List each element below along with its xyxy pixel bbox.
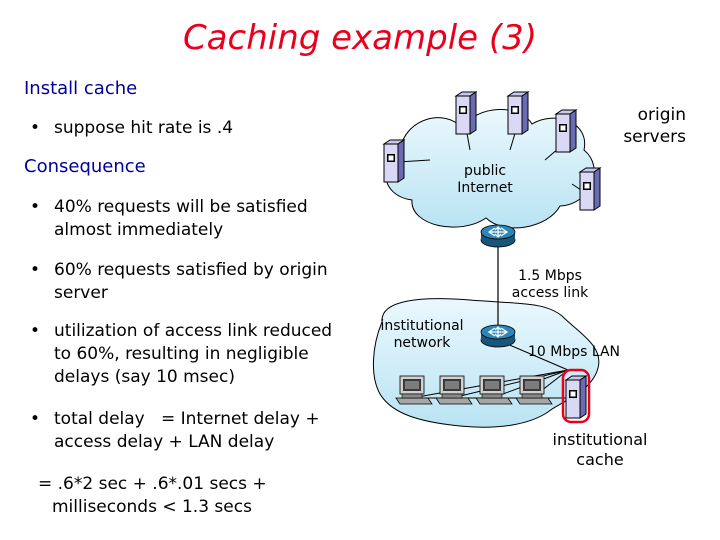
bullet-3-line2: to 60%, resulting in negligible (54, 344, 309, 364)
bullet-4: • total delay = Internet delay + access … (30, 408, 375, 454)
lan-label: 10 Mbps LAN (528, 344, 621, 360)
bullet-3-line3: delays (say 10 msec) (54, 367, 235, 387)
consequence-heading: Consequence (24, 156, 146, 177)
bullet-1-line2: almost immediately (54, 220, 224, 240)
internet-router (480, 224, 516, 248)
bullet-mark: • (30, 321, 41, 341)
cache-highlight-ring (561, 368, 591, 424)
origin-server-1 (383, 139, 405, 183)
origin-server-3 (507, 91, 529, 135)
bullet-mark: • (30, 260, 41, 280)
institutional-cache-line1: institutional (552, 430, 648, 449)
bullet-4-line2: access delay + LAN delay (54, 432, 275, 452)
hit-rate-text: suppose hit rate is .4 (54, 118, 234, 138)
bullet-mark: • (30, 197, 41, 217)
access-link-line1: 1.5 Mbps (518, 268, 582, 284)
bullet-3-text: utilization of access link reduced to 60… (54, 320, 332, 389)
institutional-router (480, 324, 516, 348)
bullet-4-line1: total delay = Internet delay + (54, 409, 320, 429)
bullet-2-line1: 60% requests satisfied by origin (54, 260, 328, 280)
bullet-1: • 40% requests will be satisfied almost … (30, 196, 370, 242)
bullet-1-text: 40% requests will be satisfied almost im… (54, 196, 308, 242)
install-cache-heading: Install cache (24, 78, 138, 99)
access-link-label: 1.5 Mbps access link (502, 268, 598, 302)
origin-servers-label: origin servers (596, 104, 686, 148)
institutional-network-line2: network (393, 335, 451, 351)
institutional-cache-server (565, 375, 587, 419)
bullet-3-line1: utilization of access link reduced (54, 321, 333, 341)
formula-line1: = .6*2 sec + .6*.01 secs + (38, 474, 267, 494)
bullet-2: • 60% requests satisfied by origin serve… (30, 259, 370, 305)
hit-rate-bullet: • suppose hit rate is .4 (30, 117, 360, 140)
bullet-mark: • (30, 118, 41, 138)
bullet-3: • utilization of access link reduced to … (30, 320, 375, 389)
origin-server-4 (555, 109, 577, 153)
institutional-network-line1: institutional (380, 318, 464, 334)
access-link-line2: access link (511, 285, 589, 301)
institutional-cache-label: institutional cache (544, 430, 656, 470)
bullet-1-line1: 40% requests will be satisfied (54, 197, 308, 217)
origin-server-5 (579, 167, 601, 211)
origin-server-2 (455, 91, 477, 135)
bullet-4-text: total delay = Internet delay + access de… (54, 408, 320, 454)
slide-title: Caching example (3) (182, 18, 538, 58)
institutional-cache-line2: cache (576, 450, 624, 469)
total-delay-formula: = .6*2 sec + .6*.01 secs + milliseconds … (38, 473, 338, 519)
bullet-2-text: 60% requests satisfied by origin server (54, 259, 328, 305)
institutional-network-label: institutional network (372, 318, 472, 352)
origin-servers-line2: servers (623, 127, 686, 147)
origin-servers-line1: origin (637, 105, 686, 125)
public-internet-label: public Internet (440, 163, 530, 197)
bullet-2-line2: server (54, 283, 108, 303)
bullet-mark: • (30, 409, 41, 429)
public-internet-line2: Internet (457, 180, 513, 196)
public-internet-line1: public (463, 163, 507, 179)
formula-line2: milliseconds < 1.3 secs (52, 497, 252, 517)
